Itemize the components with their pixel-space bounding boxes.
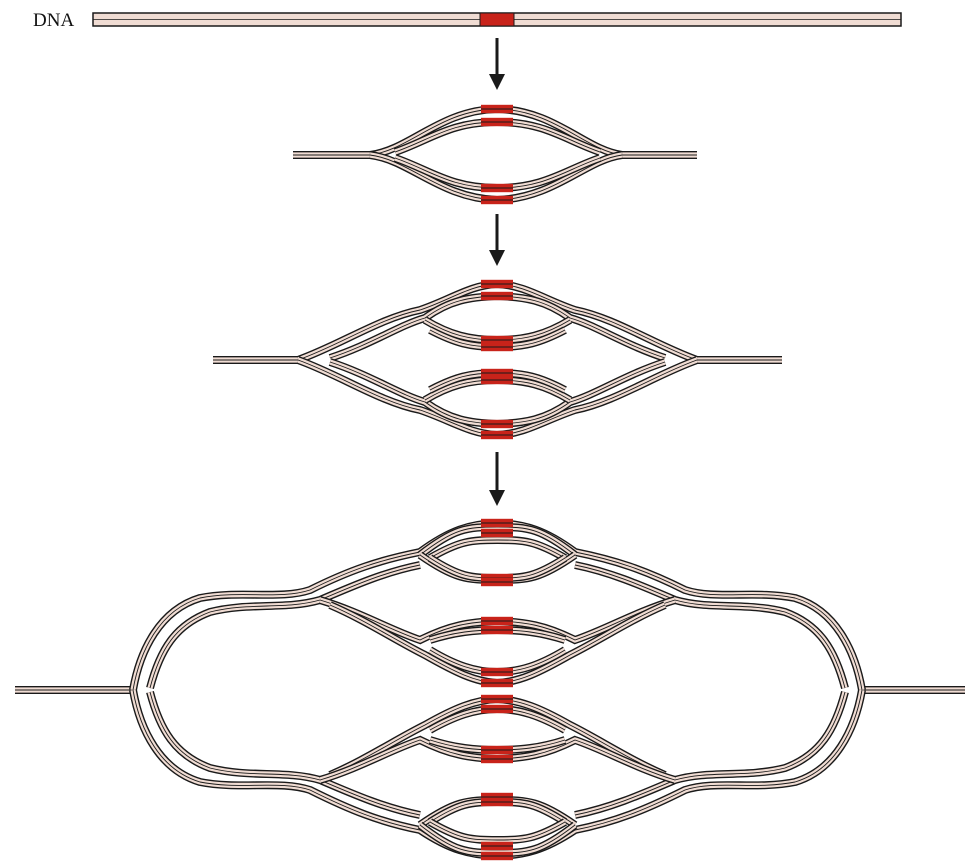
stage-3-two-bubbles <box>213 280 782 439</box>
arrow-1 <box>489 38 505 90</box>
stage-1-linear-dna <box>93 13 901 26</box>
stage-2-single-bubble <box>293 105 697 204</box>
arrow-2 <box>489 214 505 266</box>
bubble-lower-arm-inner <box>395 158 600 188</box>
arrow-3 <box>489 452 505 506</box>
dna-label: DNA <box>33 10 74 31</box>
bubble-1-inner-upper-arm <box>430 540 565 558</box>
stage-4-four-bubbles <box>15 519 965 860</box>
bubble-4-inner-lower-arm <box>430 822 565 840</box>
bubble-upper-arm-inner <box>395 122 600 152</box>
origin-segment <box>480 13 514 26</box>
